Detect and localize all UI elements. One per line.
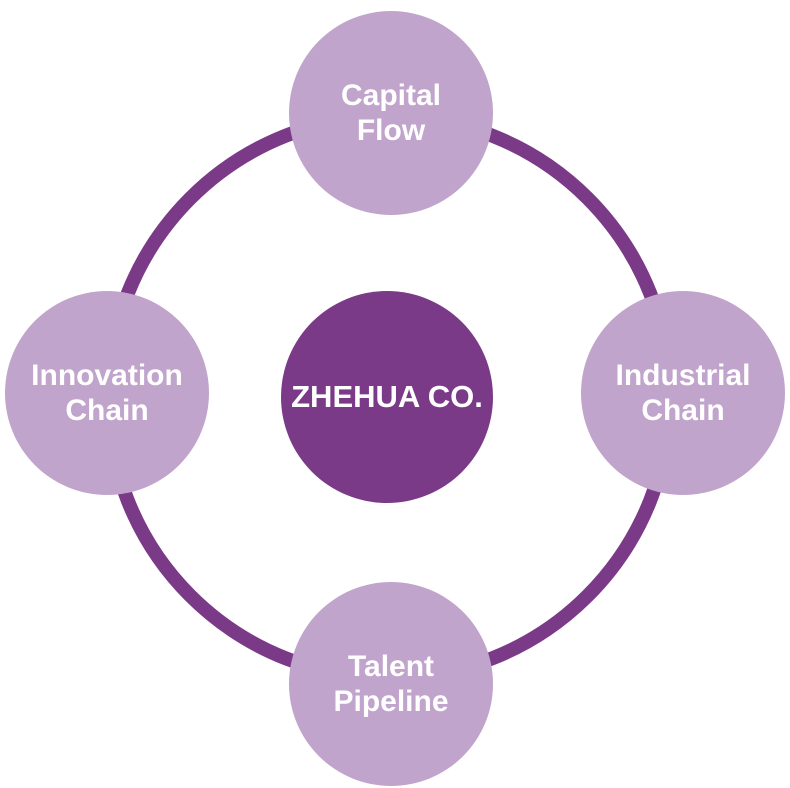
innovation-chain-label-line2: Chain: [65, 394, 149, 427]
capital-flow-node: Capital Flow: [289, 11, 493, 215]
center-company-node: ZHEHUA CO.: [281, 291, 493, 503]
industrial-chain-label-line1: Industrial: [615, 358, 751, 392]
industrial-chain-node: Industrial Chain: [581, 291, 785, 495]
industrial-chain-label-line2: Chain: [641, 394, 725, 427]
talent-pipeline-label-line1: Talent: [347, 649, 435, 683]
capital-flow-label-line2: Flow: [356, 114, 426, 147]
talent-pipeline-node: Talent Pipeline: [289, 582, 493, 786]
center-company-label: ZHEHUA CO.: [291, 378, 483, 414]
innovation-chain-node: Innovation Chain: [5, 291, 209, 495]
talent-pipeline-label-line2: Pipeline: [333, 685, 449, 718]
capital-flow-label-line1: Capital: [340, 78, 442, 112]
innovation-chain-label-line1: Innovation: [31, 358, 183, 392]
